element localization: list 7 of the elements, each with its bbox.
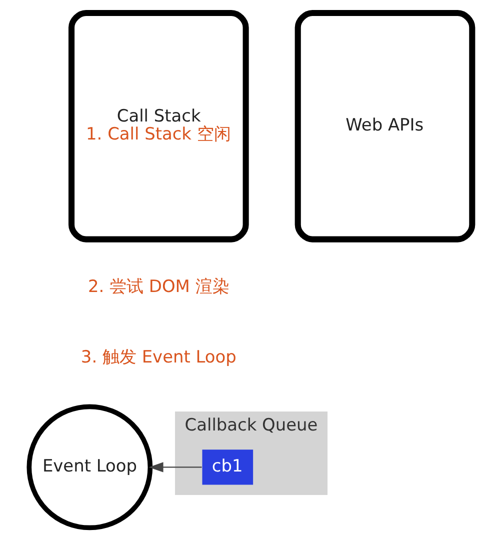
label: 2. 尝试 DOM 渲染 [88, 276, 229, 296]
label: 3. 触发 Event Loop [80, 346, 236, 366]
node-box: cb1 [202, 450, 253, 485]
node-box: Web APIs [294, 10, 475, 242]
arrow [148, 462, 202, 472]
node-circle: Event Loop [26, 404, 152, 530]
node-box: Call Stack 1. Call Stack 空闲 [68, 10, 248, 242]
